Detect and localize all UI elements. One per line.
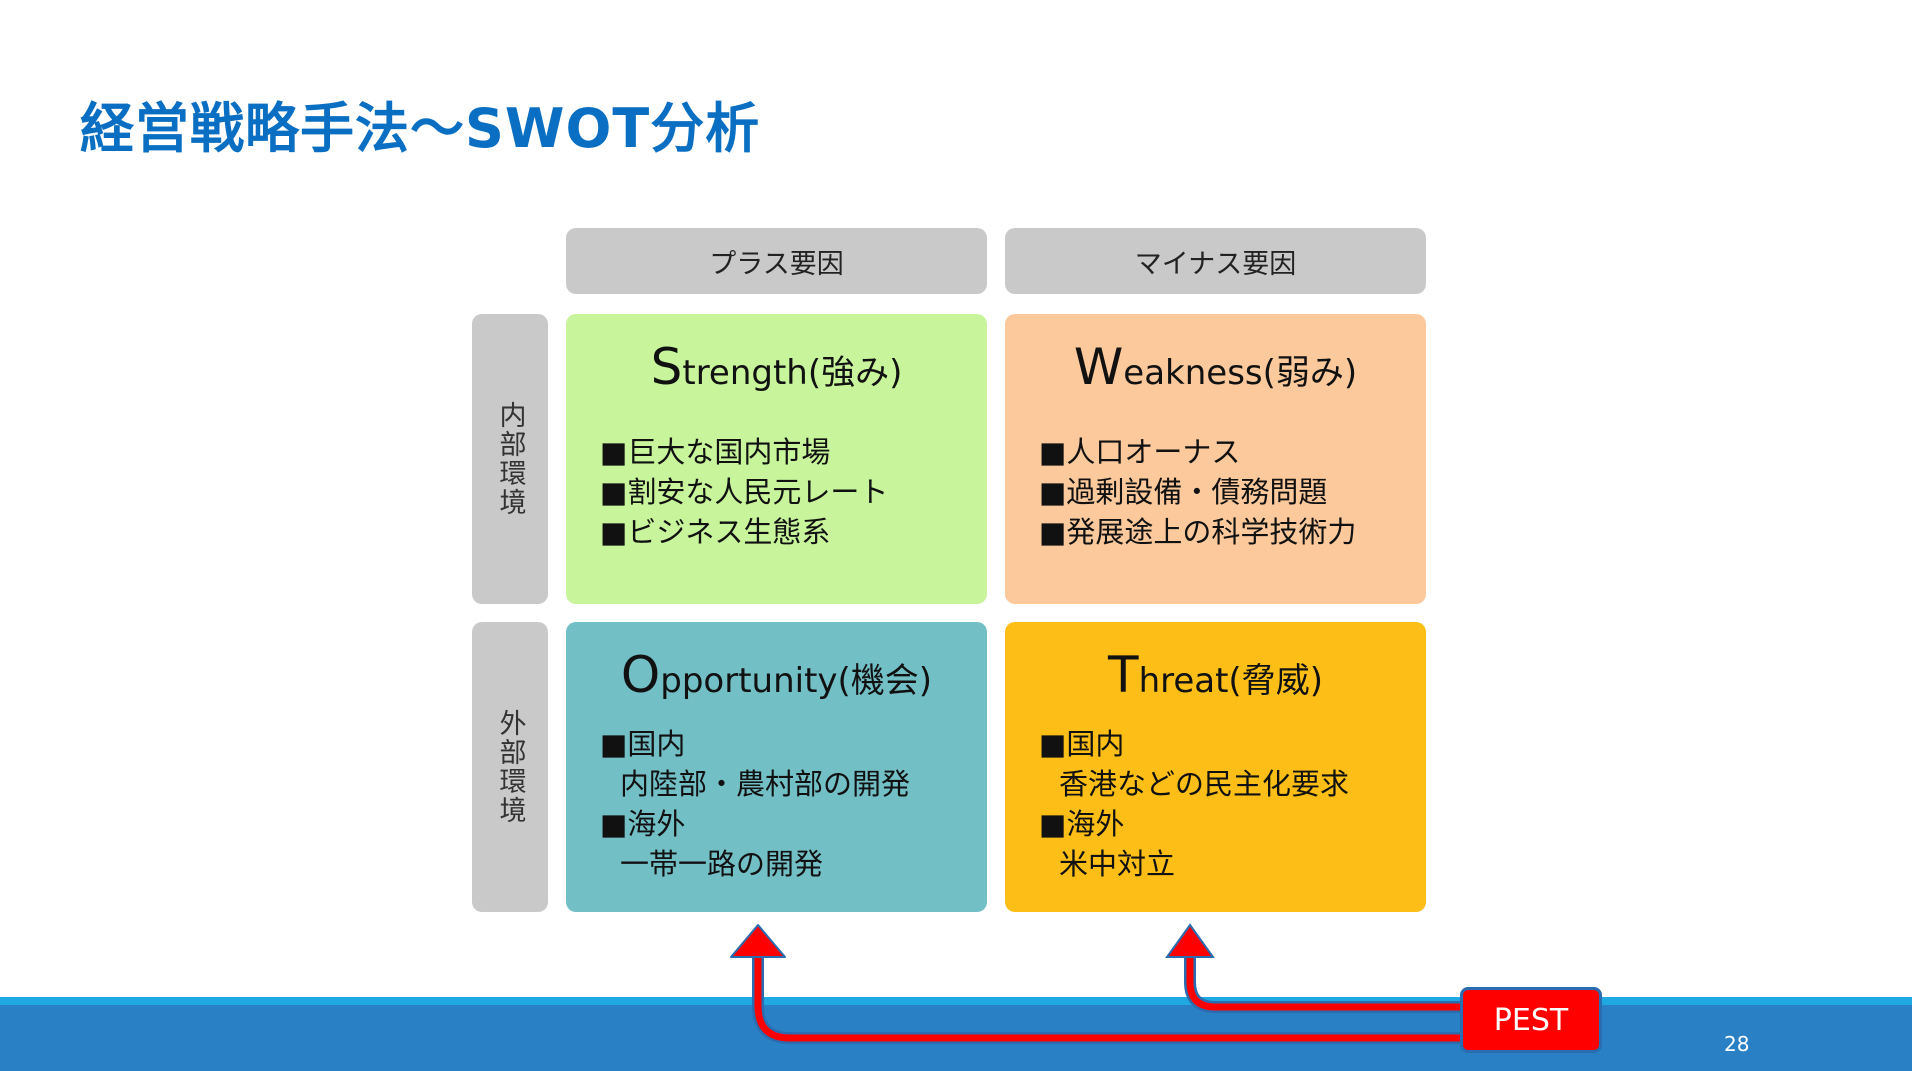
title-rest: hreat(脅威) [1138, 661, 1323, 701]
list-item: 香港などの民主化要求 [1059, 767, 1350, 801]
strength-cell: Strength(強み) ■巨大な国内市場 ■割安な人民元レート ■ビジネス生態… [566, 314, 987, 604]
list-item: 一帯一路の開発 [620, 847, 824, 881]
list-item: ■巨大な国内市場 [600, 435, 831, 469]
row-header-internal: 内部環境 [472, 314, 548, 604]
cell-title: Threat(脅威) [1039, 646, 1426, 704]
list-item: ■過剰設備・債務問題 [1039, 475, 1328, 509]
row-label: 外部環境 [494, 709, 526, 825]
list-item: ■割安な人民元レート [600, 475, 889, 509]
arrow-to-opportunity-icon [730, 924, 1462, 1044]
list-item: ■国内 [600, 727, 686, 761]
threat-cell: Threat(脅威) ■国内 香港などの民主化要求 ■海外 米中対立 [1005, 622, 1426, 912]
list-item: ■ビジネス生態系 [600, 515, 831, 549]
cell-title: Opportunity(機会) [600, 646, 987, 704]
cell-title: Weakness(弱み) [1039, 338, 1426, 396]
list-item: ■海外 [1039, 807, 1125, 841]
initial: S [650, 338, 683, 396]
footer-stripe [0, 997, 1912, 1005]
slide-title: 経営戦略手法～SWOT分析 [80, 97, 761, 160]
title-rest: eakness(弱み) [1123, 353, 1358, 393]
list-item: ■人口オーナス [1039, 435, 1241, 469]
pest-box: PEST [1460, 987, 1602, 1053]
page-number: 28 [1724, 1032, 1750, 1056]
title-rest: pportunity(機会) [660, 661, 933, 701]
list-item: 内陸部・農村部の開発 [620, 767, 911, 801]
list-item: 米中対立 [1059, 847, 1176, 881]
opportunity-cell: Opportunity(機会) ■国内 内陸部・農村部の開発 ■海外 一帯一路の… [566, 622, 987, 912]
list-item: ■国内 [1039, 727, 1125, 761]
row-label: 内部環境 [494, 401, 526, 517]
list-item: ■海外 [600, 807, 686, 841]
initial: O [620, 646, 661, 704]
initial: W [1073, 338, 1124, 396]
initial: T [1108, 646, 1139, 704]
row-header-external: 外部環境 [472, 622, 548, 912]
title-rest: trength(強み) [682, 353, 903, 393]
weakness-cell: Weakness(弱み) ■人口オーナス ■過剰設備・債務問題 ■発展途上の科学… [1005, 314, 1426, 604]
cell-title: Strength(強み) [600, 338, 987, 396]
arrow-to-threat-icon [1165, 923, 1462, 1013]
list-item: ■発展途上の科学技術力 [1039, 515, 1357, 549]
column-header-plus: プラス要因 [566, 228, 987, 294]
column-header-minus: マイナス要因 [1005, 228, 1426, 294]
